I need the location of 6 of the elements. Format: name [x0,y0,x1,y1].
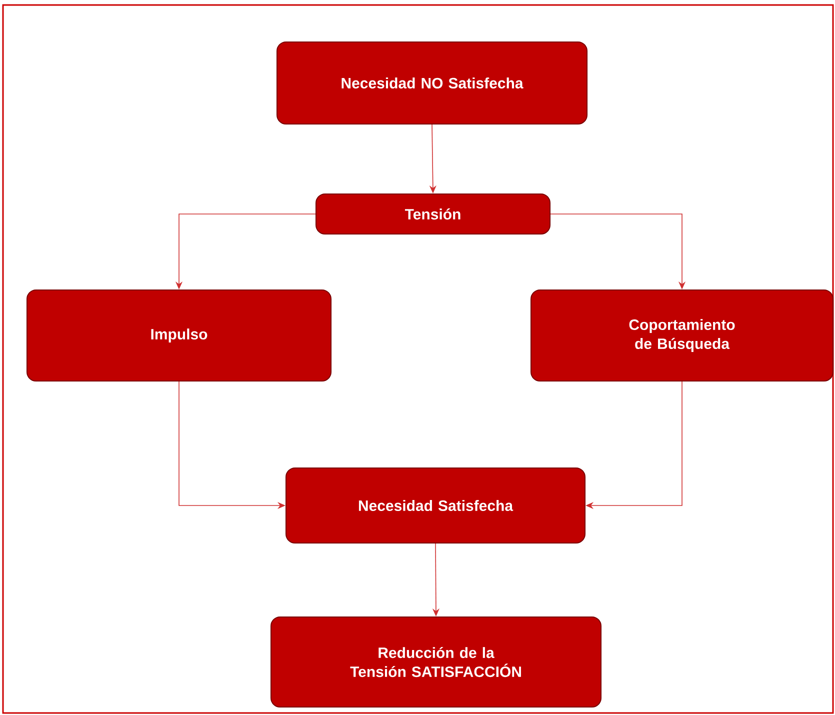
process-box: Reducción de la Tensión SATISFACCIÓN [270,616,602,708]
process-box: Necesidad NO Satisfecha [276,42,588,124]
process-box: Impulso [26,290,332,382]
process-box: Necesidad Satisfecha [286,468,586,544]
process-box: Coportamiento de Búsqueda [530,290,834,382]
process-box: Tensión [316,194,550,234]
